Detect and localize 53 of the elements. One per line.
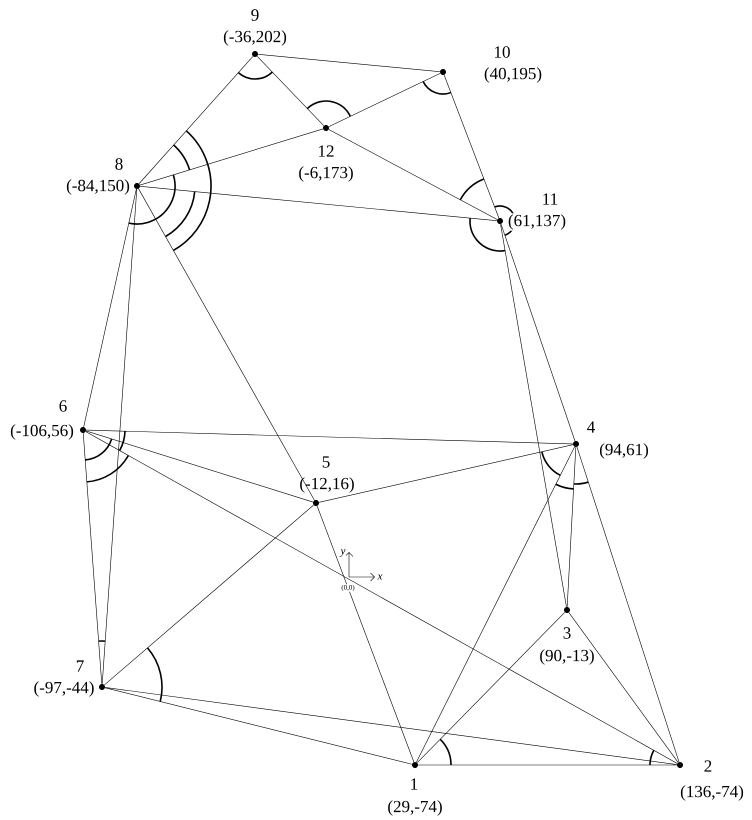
line-segment <box>104 504 314 686</box>
line-segment <box>140 186 498 221</box>
coordinate-label: (90,-13) <box>538 648 596 666</box>
coordinate-label: (29,-74) <box>386 799 444 817</box>
line-segment <box>418 764 678 766</box>
coordinate-label: (94,61) <box>598 442 650 460</box>
point-number: 4 <box>586 420 596 434</box>
point-number: 6 <box>58 399 68 413</box>
line-segment <box>328 129 498 220</box>
coordinate-label: (61,137) <box>506 213 568 231</box>
line-segment <box>500 224 576 442</box>
line-segment <box>104 687 678 765</box>
line-segment <box>256 56 324 126</box>
line-segment <box>444 74 500 218</box>
coordinate-label: (-36,202) <box>222 29 288 47</box>
line-segment <box>500 224 567 608</box>
line-segment <box>258 54 440 72</box>
line-segment <box>104 687 412 765</box>
point-number: 11 <box>540 192 560 206</box>
line-segment <box>86 430 574 444</box>
point-number: 9 <box>250 8 260 22</box>
line-segment <box>83 188 137 428</box>
coordinate-label: (-106,56) <box>9 423 75 441</box>
point-number: 10 <box>492 45 512 59</box>
line-segment <box>82 432 102 684</box>
line-segment <box>566 446 576 608</box>
line-segment <box>576 446 680 762</box>
line-segment <box>318 444 574 503</box>
coordinate-label: (-6,173) <box>297 165 355 183</box>
axis-label: y <box>340 548 346 558</box>
point-number: 2 <box>702 759 714 773</box>
point-number: 12 <box>316 144 336 158</box>
line-segment <box>416 446 575 762</box>
coordinate-label: (40,195) <box>482 66 544 84</box>
coordinate-label: (136,-74) <box>679 784 745 802</box>
point-number: 3 <box>562 626 572 640</box>
line-segment <box>86 430 314 502</box>
point-number: 5 <box>320 455 332 469</box>
line-segment <box>568 612 678 763</box>
line-segment <box>86 431 678 764</box>
line-segment <box>316 506 414 762</box>
line-segment <box>102 188 138 684</box>
point-number: 1 <box>408 777 420 791</box>
line-segment <box>138 56 254 184</box>
line-segment <box>140 128 324 186</box>
axis-label: x <box>377 574 383 580</box>
point-number: 7 <box>74 659 86 673</box>
line-segment <box>138 188 315 501</box>
line-segment <box>416 612 566 764</box>
coordinate-label: (-84,150) <box>65 178 131 196</box>
point-number: 8 <box>114 157 124 171</box>
line-segment <box>328 73 440 127</box>
coordinate-label: (-97,-44) <box>32 680 96 698</box>
